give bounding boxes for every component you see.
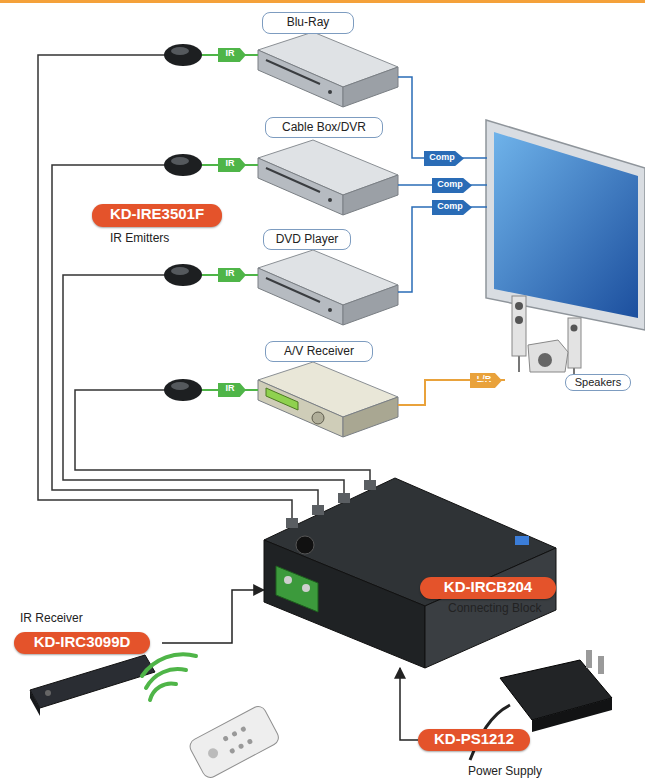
device-label: Blu-Ray: [262, 12, 354, 34]
part-number: KD-PS1212: [418, 729, 530, 751]
emitters-node: KD-IRE3501F IR Emitters: [92, 203, 227, 247]
ir-waves: [142, 654, 196, 700]
remote-button: [229, 748, 236, 755]
part-number: KD-IRC3099D: [14, 632, 150, 654]
dvd-player: [258, 250, 398, 325]
ir-wave: [150, 683, 176, 700]
ir-emitter: [164, 154, 202, 176]
part-number: KD-IRCB204: [420, 577, 556, 599]
connector: [400, 668, 418, 740]
power-supply-node: KD-PS1212Power Supply: [418, 728, 560, 779]
device-node: Blu-Ray: [258, 10, 400, 112]
component-cable: [398, 207, 487, 292]
ir-wave: [146, 669, 186, 688]
receiver-body: [30, 655, 155, 708]
connector: [162, 590, 264, 643]
plug: [286, 518, 298, 528]
remote-control: [187, 704, 281, 779]
device-label: Cable Box/DVR: [265, 117, 383, 138]
emitter-highlight: [171, 157, 189, 165]
ir-wave: [142, 654, 196, 676]
terminal-screw: [302, 584, 310, 592]
device-node: Cable Box/DVR: [258, 115, 398, 212]
connector: [398, 380, 505, 405]
speaker-tower: [512, 296, 526, 356]
remote-body: [187, 704, 281, 779]
speakers-illustration: [512, 296, 581, 380]
signal-tag: Comp: [424, 151, 464, 166]
block-top: [264, 478, 556, 606]
emitter-wire: [52, 165, 318, 507]
adapter-prong: [586, 650, 592, 668]
connecting-block: [264, 478, 556, 668]
speaker-stand: [518, 356, 520, 372]
signal-tag: IR: [218, 268, 246, 282]
block-side: [425, 548, 556, 668]
plug: [364, 480, 376, 490]
tv-screen: [494, 132, 638, 318]
receiver-end: [30, 690, 40, 716]
top-rule: [0, 0, 645, 3]
part-caption: Connecting Block: [448, 601, 556, 615]
part-caption: IR Receiver: [20, 611, 160, 625]
tv-frame: [486, 120, 645, 330]
receiver-eye: [45, 690, 51, 696]
emitter-wire: [63, 275, 344, 495]
remote-button: [240, 726, 247, 733]
ir-receiver-node: IR ReceiverKD-IRC3099D: [12, 611, 162, 656]
plug: [338, 493, 350, 503]
remote-button: [206, 746, 220, 760]
component-cable: [398, 77, 487, 158]
ir-eye: [296, 536, 314, 554]
terminal-block: [276, 566, 318, 612]
ir-receiver-illustration: [30, 655, 155, 716]
speaker-cone: [515, 302, 523, 310]
adapter-side: [532, 698, 612, 732]
signal-tag: IR: [218, 158, 246, 172]
part-caption: IR Emitters: [110, 231, 220, 245]
connecting-block-node: KD-IRCB204Connecting Block: [264, 478, 556, 668]
emitter-highlight: [171, 382, 189, 390]
ir-emitter: [164, 44, 202, 66]
emitter-highlight: [171, 47, 189, 55]
part-number: KD-IRE3501F: [92, 204, 222, 227]
terminal-screw: [284, 576, 292, 584]
emitter-wire: [75, 390, 370, 482]
part-caption: Power Supply: [468, 764, 560, 778]
cable-box: [258, 140, 398, 215]
signal-tag: L/R: [470, 373, 502, 388]
component-cables: [398, 77, 487, 292]
dip-switch: [515, 536, 529, 545]
speaker-tower: [568, 318, 581, 368]
signal-tag: Comp: [432, 200, 472, 215]
subwoofer: [528, 340, 568, 372]
blu-ray-player: [258, 32, 398, 107]
speakers-node: Speakers: [505, 292, 635, 394]
ir-emitter: [164, 379, 202, 401]
signal-tag: IR: [218, 48, 246, 62]
signal-tag: IR: [218, 383, 246, 397]
speaker-cone: [571, 325, 578, 332]
remote-button: [238, 743, 245, 750]
device-label: Speakers: [565, 374, 631, 391]
plug: [312, 505, 324, 515]
device-node: A/V Receiver: [258, 339, 398, 435]
emitter-highlight: [171, 267, 189, 275]
speaker-cone: [515, 316, 523, 324]
device-node: DVD Player: [258, 227, 398, 322]
ir-emitter: [164, 264, 202, 286]
remote-button: [222, 735, 229, 742]
subwoofer-cone: [538, 353, 552, 367]
device-label: DVD Player: [263, 229, 351, 250]
av-receiver: [258, 362, 398, 437]
signal-tag: Comp: [432, 178, 472, 193]
emitter-wire: [38, 55, 292, 520]
remote-button: [247, 738, 254, 745]
device-label: A/V Receiver: [265, 341, 373, 362]
remote-button: [231, 731, 238, 738]
adapter-prong: [598, 656, 604, 674]
block-front: [264, 540, 425, 668]
